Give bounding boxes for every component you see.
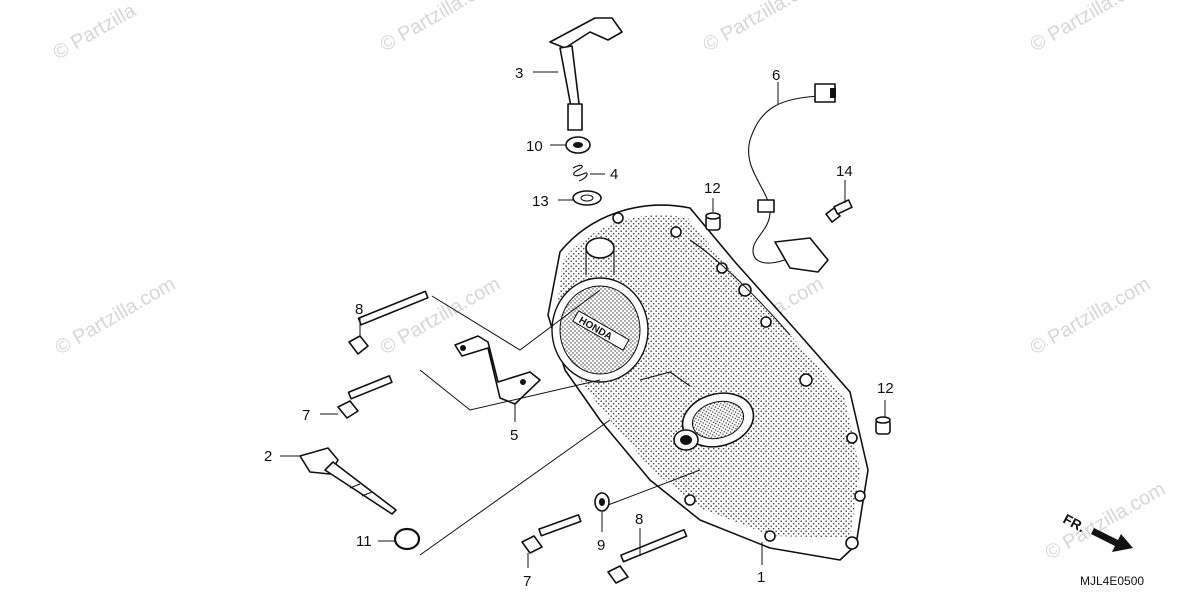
washer-part-9 xyxy=(594,492,610,512)
seal-part-10 xyxy=(565,136,591,154)
watermark: © Partzilla.com xyxy=(700,0,828,56)
watermark: © Partzilla.com xyxy=(52,273,180,359)
callout-10: 10 xyxy=(526,138,543,155)
watermark: © Partzilla.com xyxy=(1027,273,1155,359)
callout-11: 11 xyxy=(356,533,372,550)
dowel-pin-part-12 xyxy=(875,416,891,435)
dowel-pin-part-12 xyxy=(705,212,721,231)
callout-3: 3 xyxy=(515,65,523,82)
washer-part-13 xyxy=(572,190,602,206)
short-bolt-part-7 xyxy=(521,514,582,554)
o-ring-part-11 xyxy=(393,527,421,551)
callout-6: 6 xyxy=(772,67,780,84)
callout-7: 7 xyxy=(523,573,531,590)
spring-part-4 xyxy=(572,164,588,182)
watermark: © Partzilla.com xyxy=(377,0,505,56)
diagram-code: MJL4E0500 xyxy=(1080,574,1144,588)
shaft-part-3 xyxy=(549,17,623,131)
crankcase-cover-part-1: HONDA xyxy=(547,204,869,561)
callout-7: 7 xyxy=(302,407,310,424)
callout-5: 5 xyxy=(510,427,518,444)
callout-13: 13 xyxy=(532,193,549,210)
callout-4: 4 xyxy=(610,166,618,183)
short-bolt-part-7 xyxy=(337,375,393,419)
callout-8: 8 xyxy=(355,301,363,318)
leader-lines xyxy=(280,71,886,568)
callouts: 3 10 4 13 12 6 14 8 7 5 2 11 9 8 7 1 12 xyxy=(264,65,894,590)
bracket-part-5 xyxy=(454,335,541,405)
watermark: © Partzilla.com xyxy=(1042,478,1170,564)
long-bolt-part-8 xyxy=(607,528,688,584)
callout-2: 2 xyxy=(264,448,272,465)
watermark: © Partzilla.com xyxy=(1027,0,1155,56)
callout-12: 12 xyxy=(877,380,894,397)
callout-12: 12 xyxy=(704,180,721,197)
dipstick-part-2 xyxy=(299,447,397,515)
bolt-part-14 xyxy=(825,199,853,223)
callout-1: 1 xyxy=(757,569,765,586)
watermark: © Partzilla xyxy=(50,0,141,64)
callout-9: 9 xyxy=(597,537,605,554)
arrow-icon xyxy=(1091,528,1133,552)
sensor-harness-part-6 xyxy=(748,83,836,273)
callout-8: 8 xyxy=(635,511,643,528)
callout-14: 14 xyxy=(836,163,853,180)
